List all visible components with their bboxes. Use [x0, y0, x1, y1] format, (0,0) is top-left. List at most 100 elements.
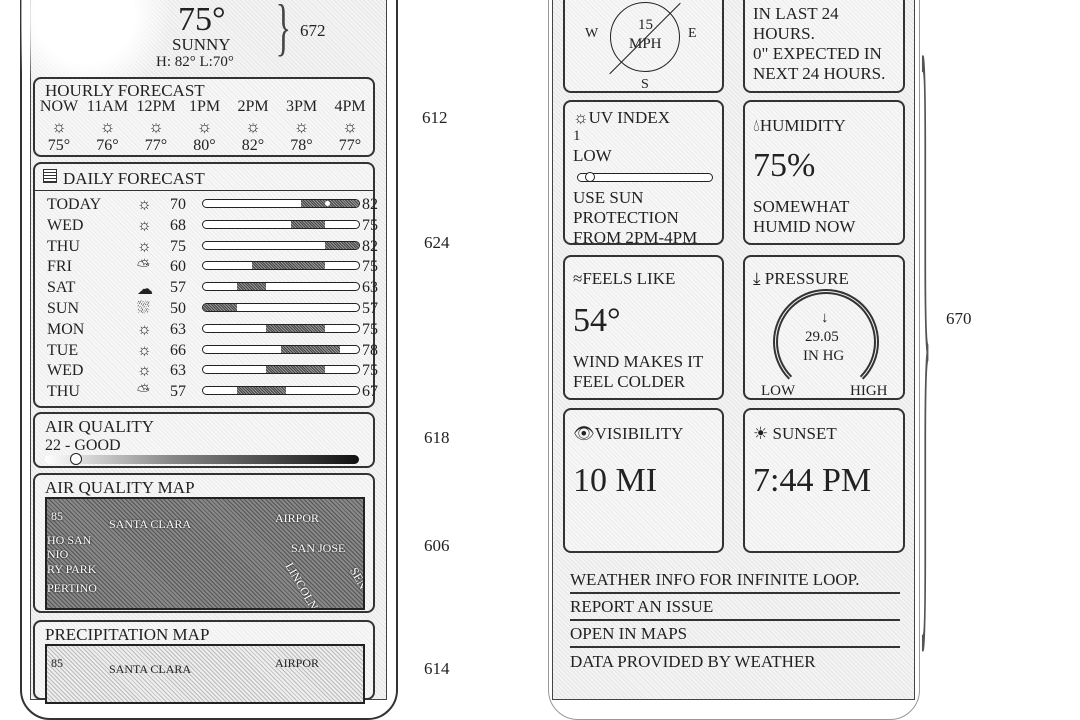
low-temp: 60 [170, 258, 186, 276]
data-provider-link[interactable]: DATA PROVIDED BY WEATHER [570, 652, 816, 671]
current-temp-dot [324, 201, 330, 206]
uv-note: FROM 2PM-4PM [573, 228, 698, 247]
uv-level: LOW [573, 146, 612, 165]
ref-618: 618 [424, 428, 450, 447]
sunset-card[interactable]: ☀︎ SUNSET 7:44 PM [743, 408, 905, 553]
air-quality-map[interactable]: SANTA CLARA AIRPOR SAN JOSE HO SAN NIO R… [45, 497, 365, 610]
precip-map-title: PRECIPITATION MAP [45, 625, 210, 644]
high-temp: 57 [362, 300, 378, 317]
feels-like-note: FEEL COLDER [573, 372, 686, 391]
high-low: H: 82° L:70° [156, 54, 234, 70]
uv-title-row: ☼UV INDEX [573, 108, 670, 128]
hour-temp: 76° [96, 137, 119, 154]
pressure-unit: IN HG [803, 348, 845, 364]
air-quality-card[interactable]: AIR QUALITY 22 - GOOD [33, 412, 375, 468]
feels-like-value: 54° [573, 302, 621, 339]
pressure-down-icon: ⤓ [753, 269, 765, 288]
low-temp: 50 [170, 300, 186, 317]
high-temp: 75 [362, 362, 378, 380]
hour-time: 1PM [188, 98, 221, 115]
pressure-title-row: ⤓ PRESSURE [753, 269, 849, 289]
precipitation-card[interactable]: IN LAST 24 HOURS. 0" EXPECTED IN NEXT 24… [743, 0, 905, 93]
visibility-title: VISIBILITY [594, 424, 684, 443]
pressure-card[interactable]: ⤓ PRESSURE ↓ 29.05 IN HG LOW HIGH [743, 255, 905, 400]
temp-range-fill [324, 241, 359, 249]
high-temp: 67 [362, 383, 378, 401]
feels-like-card[interactable]: ≈FEELS LIKE 54° WIND MAKES IT FEEL COLDE… [563, 255, 724, 400]
temp-range-fill [266, 324, 325, 332]
precip-line: HOURS. [753, 24, 815, 43]
precipitation-map[interactable]: SANTA CLARA AIRPOR 85 [45, 644, 365, 704]
day-label: TODAY [47, 196, 102, 213]
wind-card[interactable]: 15 MPH W E S [563, 0, 724, 93]
current-temperature: 75° [178, 1, 226, 38]
precipitation-map-card[interactable]: PRECIPITATION MAP SANTA CLARA AIRPOR 85 [33, 620, 375, 704]
open-in-maps-link[interactable]: OPEN IN MAPS [570, 624, 900, 648]
hourly-forecast-card[interactable]: HOURLY FORECAST NOW☼75°11AM☼76°12PM☼77°1… [33, 77, 375, 157]
hour-time: 2PM [237, 98, 269, 115]
temp-range-bar [202, 303, 360, 312]
wind-speed: 15 [638, 17, 653, 33]
temp-range-fill [203, 304, 238, 311]
pressure-arrow-icon: ↓ [821, 310, 829, 326]
precip-line: 0" EXPECTED IN [753, 44, 882, 63]
temp-range-bar [202, 219, 360, 229]
ref-624: 624 [424, 233, 450, 252]
high-temp: 75 [362, 320, 378, 338]
sun-icon: ☼ [51, 117, 67, 136]
aq-map-title: AIR QUALITY MAP [45, 478, 195, 497]
high-temp: 63 [362, 279, 378, 297]
feels-like-title: FEELS LIKE [582, 269, 676, 288]
low-temp: 66 [170, 341, 186, 359]
uv-note: PROTECTION [573, 208, 679, 227]
temp-range-bar [202, 240, 360, 250]
low-temp: 68 [170, 216, 186, 234]
hourly-item: 2PM☼82° [229, 99, 277, 154]
sun-icon: ☼ [99, 117, 116, 136]
brace-672: } [275, 0, 292, 62]
precip-line: NEXT 24 HOURS. [753, 64, 886, 83]
hour-time: NOW [39, 98, 79, 115]
hourly-title: HOURLY FORECAST [45, 81, 205, 100]
report-issue-link[interactable]: REPORT AN ISSUE [570, 597, 900, 621]
day-label: MON [47, 320, 85, 338]
ref-612: 612 [422, 108, 448, 127]
sun-icon: ☼ [148, 117, 164, 136]
map-label: SANTA CLARA [109, 662, 192, 676]
temp-range-fill [290, 220, 325, 228]
sunset-title: SUNSET [772, 424, 837, 443]
high-temp: 82 [362, 237, 378, 255]
precip-line: IN LAST 24 [753, 4, 839, 23]
weather-info-link[interactable]: WEATHER INFO FOR INFINITE LOOP. [570, 570, 900, 594]
low-temp: 63 [170, 362, 186, 380]
hourly-item: 1PM☼80° [181, 99, 229, 154]
air-quality-indicator [70, 453, 83, 465]
hour-temp: 78° [290, 137, 313, 154]
compass-e: E [688, 26, 697, 41]
air-quality-map-card[interactable]: AIR QUALITY MAP SANTA CLARA AIRPOR SAN J… [33, 473, 375, 613]
day-label: SUN [47, 300, 80, 317]
day-label: WED [47, 362, 84, 380]
visibility-card[interactable]: 👁︎VISIBILITY 10 MI [563, 408, 724, 553]
temp-range-bar [202, 261, 360, 271]
uv-index-card[interactable]: ☼UV INDEX 1 LOW USE SUN PROTECTION FROM … [563, 100, 724, 247]
highway-shield-icon: 85 [51, 509, 63, 523]
pressure-title: PRESSURE [764, 269, 849, 288]
sun-icon: ☼ [137, 196, 152, 213]
humidity-card[interactable]: 💧︎HUMIDITY 75% SOMEWHAT HUMID NOW [743, 100, 905, 245]
humidity-value: 75% [753, 147, 816, 184]
map-label: LINCOLN [282, 559, 321, 610]
sun-icon: ☼ [196, 117, 213, 136]
sunset-title-row: ☀︎ SUNSET [753, 424, 837, 444]
